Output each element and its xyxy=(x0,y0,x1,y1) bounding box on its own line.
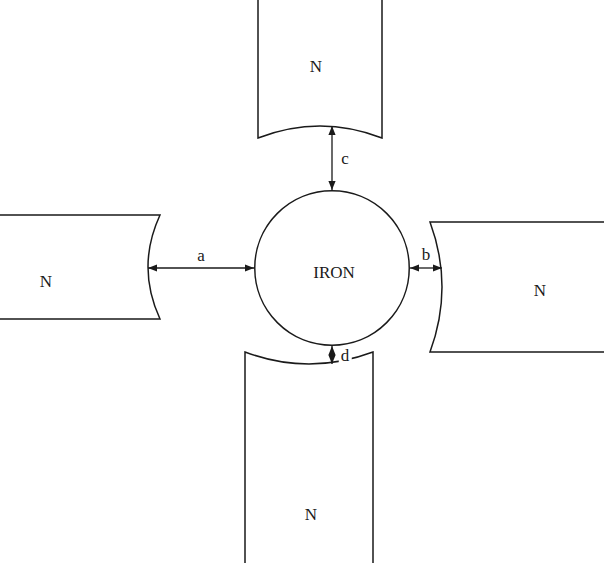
gap-dimension-arrow xyxy=(148,267,254,268)
rotor-circle xyxy=(255,191,410,346)
pole-outline xyxy=(430,222,604,352)
pole-outline xyxy=(245,352,373,563)
gap-dimension-arrow xyxy=(410,267,442,268)
pole-outline xyxy=(0,215,160,319)
gap-dimension-arrow xyxy=(331,126,332,190)
pole-label: N xyxy=(305,506,317,523)
magnet-pole: N xyxy=(0,215,160,319)
magnet-pole: N xyxy=(245,352,373,563)
pole-edge xyxy=(430,222,604,352)
pole-label: N xyxy=(40,273,52,290)
gap-dimension-arrow xyxy=(331,346,332,364)
pole-edge xyxy=(258,0,382,138)
pole-label: N xyxy=(534,282,546,299)
gap-label: c xyxy=(339,150,351,167)
magnet-pole: N xyxy=(430,222,604,352)
pole-label: N xyxy=(310,58,322,75)
gap-label: a xyxy=(195,247,207,264)
material-label: IRON xyxy=(313,264,355,281)
gap-label: d xyxy=(339,347,352,364)
magnet-pole: N xyxy=(258,0,382,138)
pole-edge xyxy=(0,215,160,319)
iron-rotor: IRON xyxy=(254,190,410,346)
gap-label: b xyxy=(420,246,433,263)
pole-edge xyxy=(245,352,373,563)
